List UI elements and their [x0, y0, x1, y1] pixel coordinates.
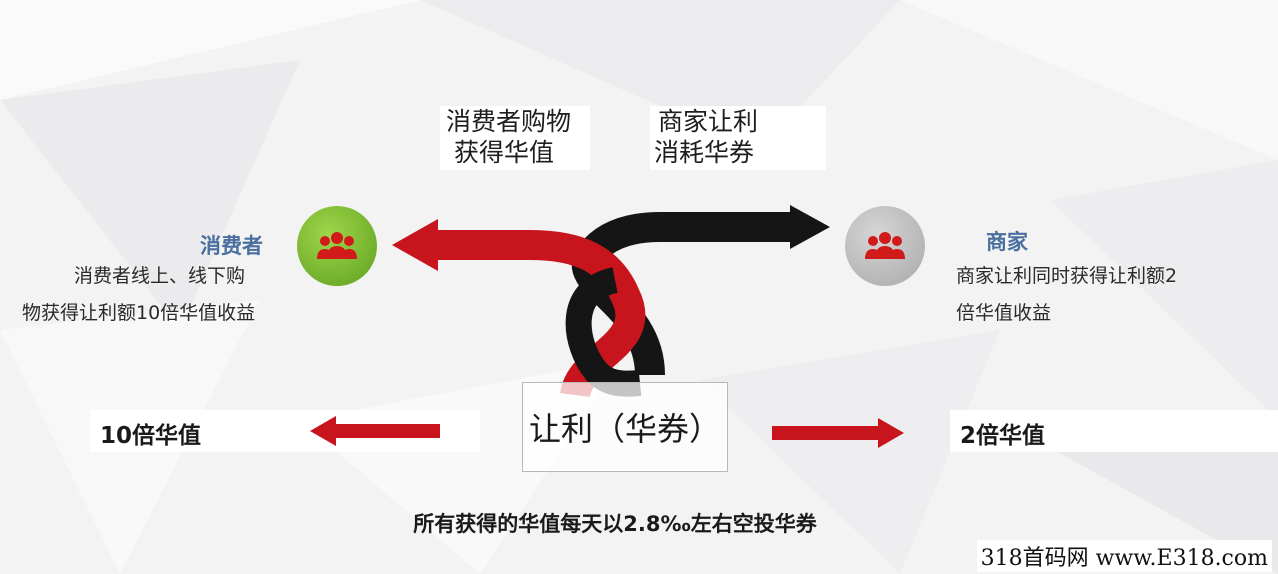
merchant-value: 2倍华值	[960, 423, 1046, 449]
consumer-caption-box: 消费者购物 获得华值	[440, 106, 590, 170]
footer-text: 所有获得的华值每天以2.8‰左右空投华券	[413, 512, 817, 536]
center-label: 让利（华券）	[528, 410, 721, 448]
consumer-desc-line2: 物获得让利额10倍华值收益	[22, 302, 256, 324]
merchant-value-box: 2倍华值	[950, 410, 1278, 452]
flow-arrows	[392, 205, 830, 399]
red-arrow-head	[392, 219, 438, 271]
right-arrow-icon	[772, 418, 904, 448]
black-arrow-head	[790, 205, 830, 249]
merchant-desc-line2: 倍华值收益	[956, 302, 1052, 324]
consumer-caption-line2: 获得华值	[454, 138, 555, 167]
people-icon	[317, 232, 357, 259]
merchant-caption-line2: 消耗华券	[654, 138, 755, 167]
consumer-circle	[297, 206, 377, 286]
consumer-title: 消费者	[200, 234, 263, 258]
merchant-circle	[845, 206, 925, 286]
watermark: 318首码网 www.E318.com	[976, 540, 1272, 572]
consumer-value: 10倍华值	[100, 423, 202, 449]
left-arrow-icon	[310, 416, 440, 446]
consumer-caption-line1: 消费者购物	[446, 107, 572, 136]
merchant-caption-box: 商家让利 消耗华券	[650, 106, 826, 170]
people-icon	[865, 232, 905, 259]
consumer-desc-line1: 消费者线上、线下购	[74, 265, 246, 287]
merchant-caption-line1: 商家让利	[658, 107, 759, 136]
merchant-desc-line1: 商家让利同时获得让利额2	[956, 265, 1178, 287]
center-label-box: 让利（华券）	[522, 382, 728, 472]
merchant-title: 商家	[986, 230, 1028, 254]
